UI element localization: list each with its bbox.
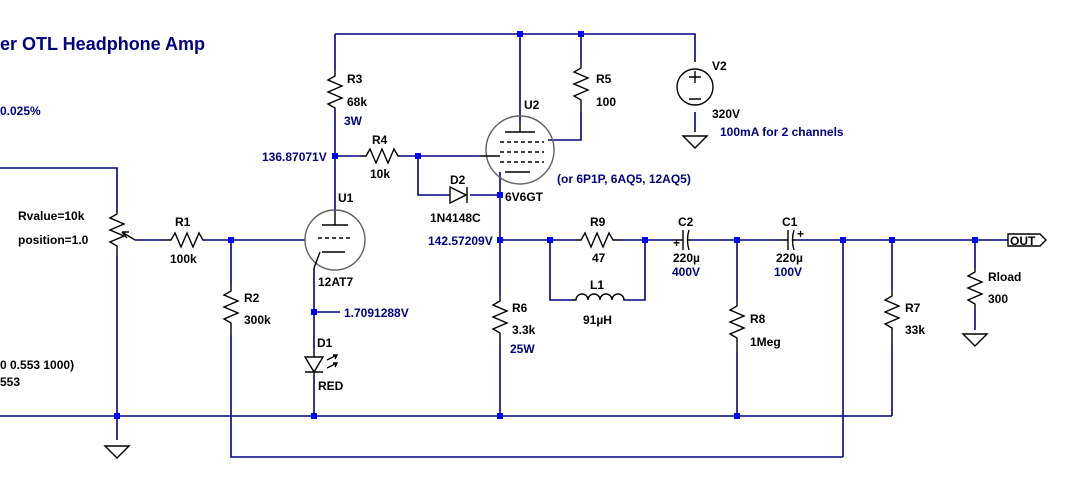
r7-name: R7 xyxy=(905,301,921,315)
l1-inductor-symbol xyxy=(572,293,625,301)
u1-triode-symbol xyxy=(304,209,366,271)
c2-name: C2 xyxy=(678,215,694,229)
r6-value: 3.3k xyxy=(512,323,536,337)
svg-text:+: + xyxy=(673,236,680,250)
c1-value: 220µ xyxy=(776,251,803,265)
rload-value: 300 xyxy=(988,292,1008,306)
rload-name: Rload xyxy=(988,270,1021,284)
v2-value: 320V xyxy=(712,107,740,121)
out-label: OUT xyxy=(1010,234,1036,248)
out-port: OUT xyxy=(1007,233,1047,248)
r3-power: 3W xyxy=(344,114,363,128)
r2-value: 300k xyxy=(244,313,271,327)
u2-alt: (or 6P1P, 6AQ5, 12AQ5) xyxy=(557,172,691,186)
u1-name: U1 xyxy=(338,191,354,205)
schematic-title: er OTL Headphone Amp xyxy=(0,34,205,54)
r4-symbol xyxy=(360,147,400,165)
d2-diode-symbol xyxy=(449,185,468,205)
c1-name: C1 xyxy=(782,215,798,229)
r8-symbol xyxy=(728,300,746,352)
r6-symbol xyxy=(491,295,509,345)
r8-value: 1Meg xyxy=(750,335,781,349)
r4-name: R4 xyxy=(372,133,388,147)
u2-pentode-symbol xyxy=(480,115,555,185)
pot-position: position=1.0 xyxy=(18,233,89,247)
l1-value: 91µH xyxy=(583,313,612,327)
c2-value: 220µ xyxy=(673,251,700,265)
u1-value: 12AT7 xyxy=(318,275,353,289)
r7-symbol xyxy=(883,290,901,345)
r1-name: R1 xyxy=(175,215,191,229)
ground-symbol-left xyxy=(103,445,131,459)
r3-name: R3 xyxy=(347,72,363,86)
junction-dots xyxy=(114,31,978,419)
ground-symbol-rload xyxy=(961,333,989,347)
function-note-a: 0 0.553 1000) xyxy=(0,358,74,372)
r2-symbol xyxy=(222,285,240,335)
u2-name: U2 xyxy=(524,98,540,112)
svg-text:+: + xyxy=(797,227,804,241)
c1-voltage: 100V xyxy=(774,265,802,279)
wires xyxy=(0,33,1008,458)
r6-name: R6 xyxy=(512,301,528,315)
v2-source-symbol xyxy=(676,68,714,106)
distortion-note: 0.025% xyxy=(0,104,41,118)
r4-value: 10k xyxy=(370,167,390,181)
rload-symbol xyxy=(966,268,984,310)
r5-value: 100 xyxy=(596,95,616,109)
r3-value: 68k xyxy=(347,95,367,109)
r2-name: R2 xyxy=(244,291,260,305)
ground-symbol-v2 xyxy=(681,135,709,149)
r9-value: 47 xyxy=(592,251,606,265)
d2-value: 1N4148C xyxy=(430,211,481,225)
d1-name: D1 xyxy=(317,336,333,350)
r5-name: R5 xyxy=(596,72,612,86)
r9-symbol xyxy=(575,231,620,249)
r3-symbol xyxy=(326,70,344,110)
d1-value: RED xyxy=(318,379,344,393)
r9-name: R9 xyxy=(590,215,606,229)
r1-symbol xyxy=(165,231,205,249)
function-note-b: 553 xyxy=(0,375,20,389)
v2-note: 100mA for 2 channels xyxy=(720,125,844,139)
pot-rvalue: Rvalue=10k xyxy=(18,209,85,223)
v2-name: V2 xyxy=(712,59,727,73)
l1-name: L1 xyxy=(590,278,604,292)
potentiometer-symbol xyxy=(108,210,136,255)
voltage-u1-cathode: 1.7091288V xyxy=(344,306,409,320)
c2-capacitor-symbol: + xyxy=(673,229,690,251)
r5-symbol xyxy=(572,62,590,112)
r7-value: 33k xyxy=(905,323,925,337)
c2-voltage: 400V xyxy=(672,265,700,279)
r6-power: 25W xyxy=(510,342,535,356)
c1-capacitor-symbol: + xyxy=(780,227,804,251)
d2-name: D2 xyxy=(450,173,466,187)
u2-value: 6V6GT xyxy=(505,190,544,204)
r1-value: 100k xyxy=(170,252,197,266)
r8-name: R8 xyxy=(750,312,766,326)
d1-led-symbol xyxy=(303,350,339,375)
voltage-u1-plate: 136.87071V xyxy=(262,150,327,164)
voltage-cathode: 142.57209V xyxy=(428,234,493,248)
